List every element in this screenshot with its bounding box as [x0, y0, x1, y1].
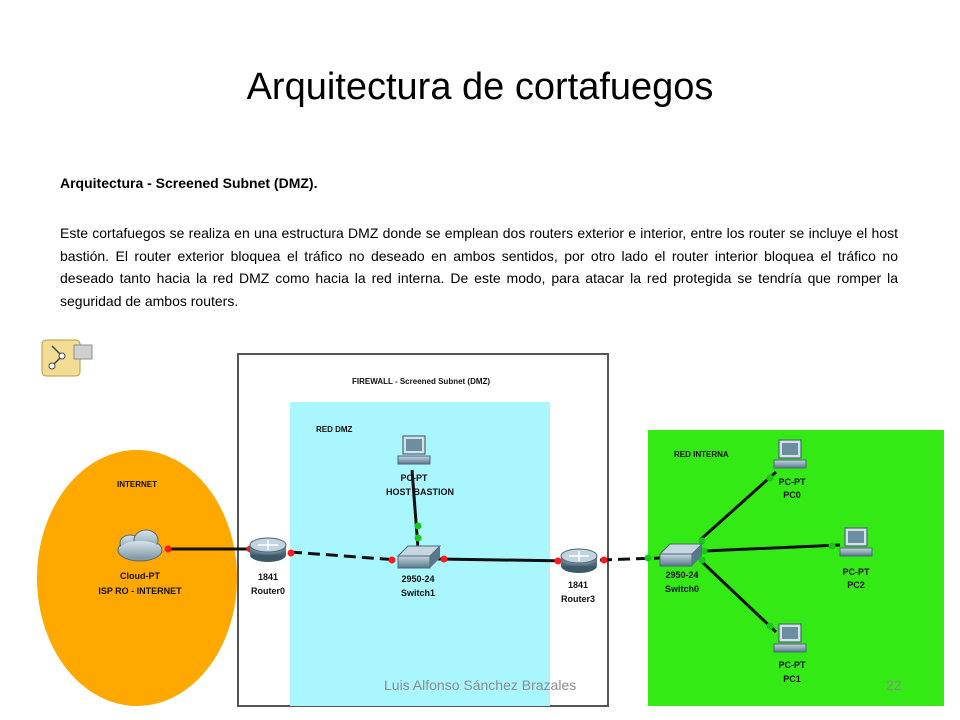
link-switch0-pc0 — [698, 470, 778, 542]
router0-icon — [249, 537, 287, 562]
page-number: 22 — [886, 677, 902, 693]
switch1-name-label: Switch1 — [401, 588, 435, 598]
link-router0-switch1 — [289, 550, 399, 562]
router3-icon — [560, 548, 598, 573]
pc2-icon — [839, 527, 873, 557]
pc0-icon — [773, 439, 807, 469]
pc2-name-label: PC2 — [847, 580, 865, 590]
pc1-icon — [773, 623, 807, 653]
internet-label: INTERNET — [117, 480, 157, 489]
footer-author: Luis Alfonso Sánchez Brazales — [384, 677, 577, 693]
router3-name-label: Router3 — [561, 594, 595, 604]
host-bastion-name-label: HOST BASTION — [386, 487, 454, 497]
host-bastion-pc-icon — [397, 435, 431, 465]
cloud-icon — [117, 529, 163, 562]
pc0-name-label: PC0 — [783, 490, 801, 500]
switch0-icon — [658, 543, 704, 567]
link-endpoints — [164, 474, 836, 630]
slide-title: Arquitectura de cortafuegos — [246, 66, 714, 108]
link-router3-switch0 — [599, 556, 661, 562]
internal-zone — [648, 430, 944, 706]
cloud-name-label: ISP RO - INTERNET — [98, 586, 182, 596]
link-switch0-pc2 — [703, 543, 841, 553]
slide-body-text: Este cortafuegos se realiza en una estru… — [60, 225, 898, 309]
pc1-name-label: PC1 — [783, 674, 801, 684]
router0-name-label: Router0 — [251, 586, 285, 596]
slide-subtitle: Arquitectura - Screened Subnet (DMZ). — [60, 175, 318, 191]
host-bastion-type-label: PC-PT — [401, 473, 429, 483]
pc2-type-label: PC-PT — [843, 567, 871, 577]
link-switch1-router3 — [437, 557, 571, 563]
firewall-label: FIREWALL - Screened Subnet (DMZ) — [352, 377, 490, 386]
switch1-icon — [396, 545, 442, 569]
router0-model-label: 1841 — [258, 572, 278, 582]
pc0-type-label: PC-PT — [779, 477, 807, 487]
internal-label: RED INTERNA — [674, 450, 729, 459]
link-switch0-pc1 — [698, 558, 778, 634]
switch0-model-label: 2950-24 — [665, 570, 698, 580]
pc1-type-label: PC-PT — [779, 660, 807, 670]
router3-model-label: 1841 — [568, 580, 588, 590]
switch0-name-label: Switch0 — [665, 584, 699, 594]
cloud-type-label: Cloud-PT — [120, 571, 160, 581]
note-tool-icon — [41, 339, 93, 377]
internet-zone — [37, 450, 237, 706]
dmz-label: RED DMZ — [316, 425, 353, 434]
switch1-model-label: 2950-24 — [401, 574, 434, 584]
